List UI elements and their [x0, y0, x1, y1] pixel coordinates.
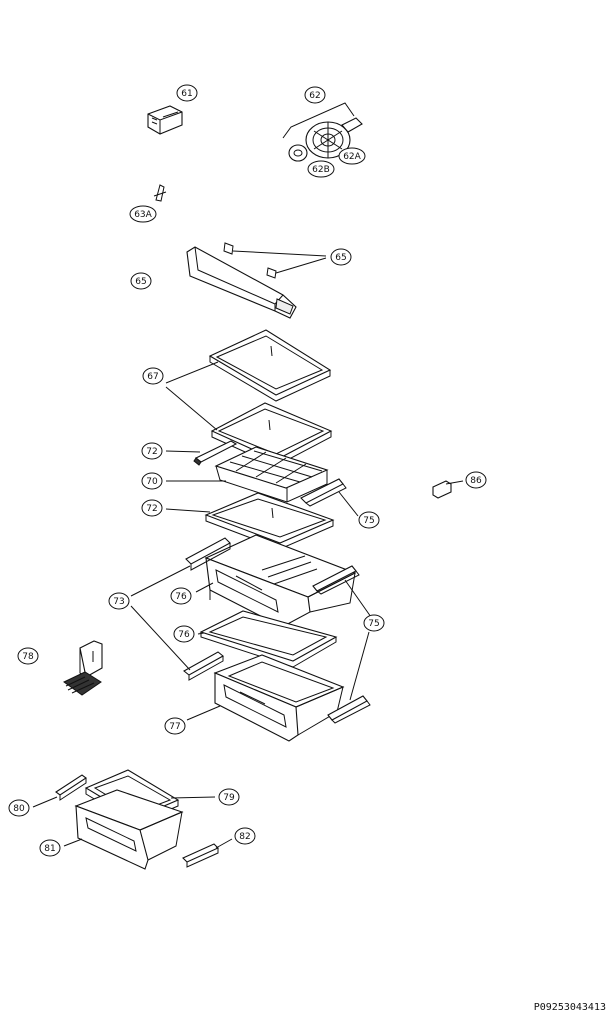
callout-number: 70 — [146, 477, 158, 487]
callout-circle — [307, 160, 335, 178]
callout-circle — [338, 147, 366, 165]
callout-75: 75 — [363, 614, 385, 632]
callout-circle — [142, 367, 164, 385]
callout-circle — [465, 471, 487, 489]
part-78-dispenser — [63, 640, 103, 696]
callout-circle — [108, 592, 130, 610]
callout-number: 76 — [178, 630, 190, 640]
part-75-slide-middle — [312, 565, 360, 595]
callout-circle — [8, 799, 30, 817]
callout-82: 82 — [234, 827, 256, 845]
callout-number: 61 — [181, 89, 192, 99]
callout-circle — [176, 84, 198, 102]
callout-number: 73 — [113, 597, 124, 607]
callout-72: 72 — [141, 442, 163, 460]
callout-76: 76 — [170, 587, 192, 605]
part-75-slide-upper — [300, 478, 359, 517]
callout-number: 72 — [146, 504, 157, 514]
part-73-slide-left-upper — [185, 537, 231, 571]
callout-number: 75 — [368, 619, 379, 629]
callout-78: 78 — [17, 647, 39, 665]
part-62-fan-assembly — [282, 102, 363, 162]
callout-number: 65 — [335, 253, 346, 263]
callout-81: 81 — [39, 839, 61, 857]
callout-number: 75 — [363, 516, 374, 526]
part-75-slide-lower — [327, 579, 372, 724]
callout-circle — [234, 827, 256, 845]
callout-number: 81 — [44, 844, 55, 854]
part-76-drawer-upper — [195, 534, 357, 633]
callout-number: 62A — [343, 152, 361, 162]
part-82-slide — [182, 838, 233, 868]
callout-labels: 61 62 62A 62B 63A 65 65 67 72 70 72 75 86 73 76 75 76 78 7… — [8, 84, 487, 857]
callout-number: 78 — [22, 652, 34, 662]
callout-75: 75 — [358, 511, 380, 529]
callout-number: 72 — [146, 447, 157, 457]
callout-62a: 62A — [338, 147, 366, 165]
document-code: P09253043413 — [533, 1002, 606, 1013]
callout-73: 73 — [108, 592, 130, 610]
part-81-drawer-bottom — [63, 789, 184, 870]
callout-circle — [363, 614, 385, 632]
callout-number: 86 — [470, 476, 482, 486]
callout-circle — [164, 717, 186, 735]
callout-63a: 63A — [129, 205, 157, 223]
callout-number: 62B — [312, 165, 330, 175]
callout-number: 62 — [309, 91, 320, 101]
callout-number: 77 — [169, 722, 180, 732]
callout-number: 67 — [147, 372, 158, 382]
callout-circle — [39, 839, 61, 857]
part-73-slide-left-lower — [130, 565, 224, 681]
callout-circle — [358, 511, 380, 529]
callout-circle — [141, 472, 163, 490]
callout-80: 80 — [8, 799, 30, 817]
callout-65: 65 — [130, 272, 152, 290]
callout-86: 86 — [465, 471, 487, 489]
part-63a-clip — [153, 184, 167, 202]
part-67-shelves — [165, 329, 333, 467]
part-70-tray — [166, 446, 329, 503]
callout-circle — [141, 499, 163, 517]
part-80-slide — [32, 774, 87, 808]
callout-62: 62 — [304, 86, 326, 104]
callout-circle — [304, 86, 326, 104]
part-86-clip — [432, 480, 464, 499]
callout-circle — [141, 442, 163, 460]
callout-number: 63A — [134, 210, 152, 220]
callout-circle — [330, 248, 352, 266]
part-65-duct-cover — [186, 242, 327, 319]
callout-79: 79 — [218, 788, 240, 806]
callout-67: 67 — [142, 367, 164, 385]
callout-circle — [173, 625, 195, 643]
part-72-slide-upper — [165, 440, 238, 466]
part-61-bracket — [147, 105, 183, 135]
part-77-drawer-lower — [186, 654, 345, 742]
callout-72: 72 — [141, 499, 163, 517]
callout-62b: 62B — [307, 160, 335, 178]
callout-70: 70 — [141, 472, 163, 490]
callout-circle — [218, 788, 240, 806]
callout-circle — [17, 647, 39, 665]
callout-77: 77 — [164, 717, 186, 735]
callout-number: 79 — [223, 793, 235, 803]
callout-circle — [129, 205, 157, 223]
callout-76: 76 — [173, 625, 195, 643]
callout-number: 65 — [135, 277, 146, 287]
callout-circle — [130, 272, 152, 290]
callout-number: 76 — [175, 592, 187, 602]
callout-number: 82 — [239, 832, 250, 842]
callout-65: 65 — [330, 248, 352, 266]
callout-number: 80 — [13, 804, 25, 814]
callout-61: 61 — [176, 84, 198, 102]
callout-circle — [170, 587, 192, 605]
